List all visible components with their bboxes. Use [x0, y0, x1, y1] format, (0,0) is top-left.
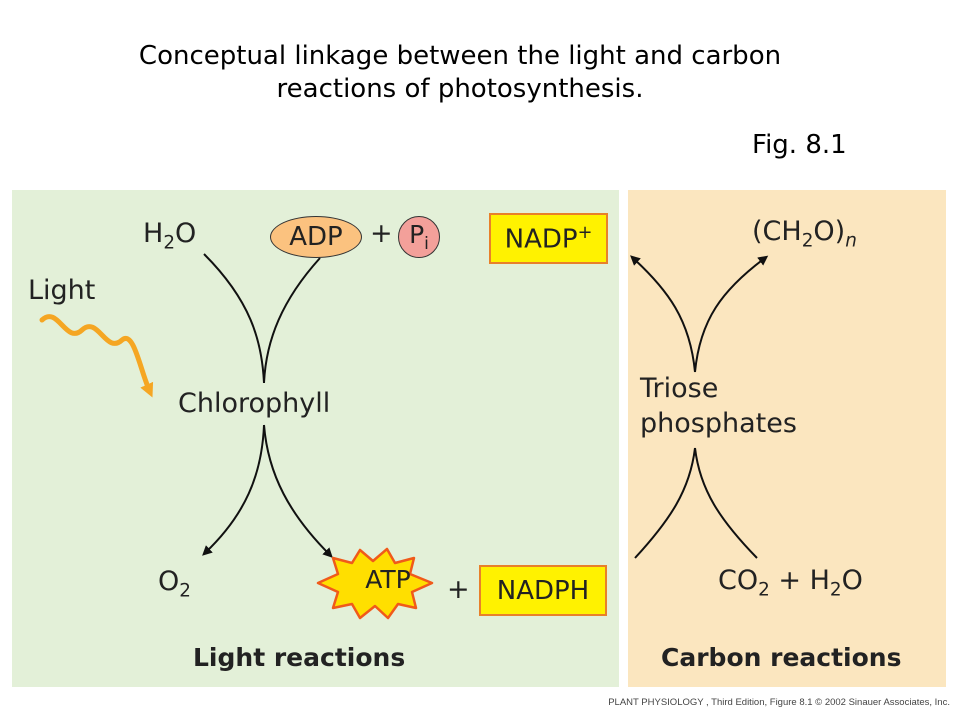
triose-to-ch2o-arrow — [694, 255, 769, 373]
plus-sign-adp-pi: + — [370, 218, 393, 249]
chlorophyll-label: Chlorophyll — [178, 388, 331, 419]
adp-oval: ADP — [270, 216, 362, 258]
title-line-2: reactions of photosynthesis. — [276, 74, 644, 105]
adp-label: ADP — [289, 222, 343, 252]
h2o-reactant-label: H2O — [143, 218, 197, 254]
carbohydrate-product-label: (CH2O)n — [752, 216, 857, 252]
h2o-to-chlorophyll-curve — [203, 253, 265, 384]
o2-product-label: O2 — [158, 566, 191, 602]
pi-label: Pi — [409, 220, 429, 254]
chlorophyll-to-atp-arrow — [263, 424, 333, 558]
nadp-label: NADP+ — [504, 222, 593, 255]
pi-circle: Pi — [398, 216, 440, 258]
carbon-reactions-section-label: Carbon reactions — [661, 643, 902, 672]
chlorophyll-to-o2-arrow — [202, 424, 265, 556]
nadph-box: NADPH — [479, 565, 607, 616]
figure-label: Fig. 8.1 — [752, 130, 847, 160]
light-reactions-section-label: Light reactions — [193, 643, 406, 672]
atp-starburst — [316, 547, 434, 620]
plus-sign-atp-nadph: + — [447, 574, 470, 605]
copyright-footer: PLANT PHYSIOLOGY , Third Edition, Figure… — [608, 697, 950, 708]
diagram-title: Conceptual linkage between the light and… — [60, 40, 860, 107]
co2-h2o-reactant-label: CO2 + H2O — [718, 565, 863, 601]
nadp-box: NADP+ — [489, 213, 608, 264]
co2-to-triose-curve — [694, 447, 758, 559]
title-line-1: Conceptual linkage between the light and… — [138, 41, 782, 71]
light-wave-arrow — [39, 314, 154, 398]
triose-phosphates-label: Triose phosphates — [640, 373, 797, 439]
triose-to-nadp-arrow — [630, 255, 696, 373]
atp-label: ATP — [365, 565, 411, 594]
adp-to-chlorophyll-curve — [263, 257, 321, 384]
nadph-label: NADPH — [496, 575, 590, 606]
nadph-to-triose-curve — [634, 447, 696, 559]
carbon-reactions-panel — [628, 190, 946, 687]
light-label: Light — [28, 275, 96, 306]
